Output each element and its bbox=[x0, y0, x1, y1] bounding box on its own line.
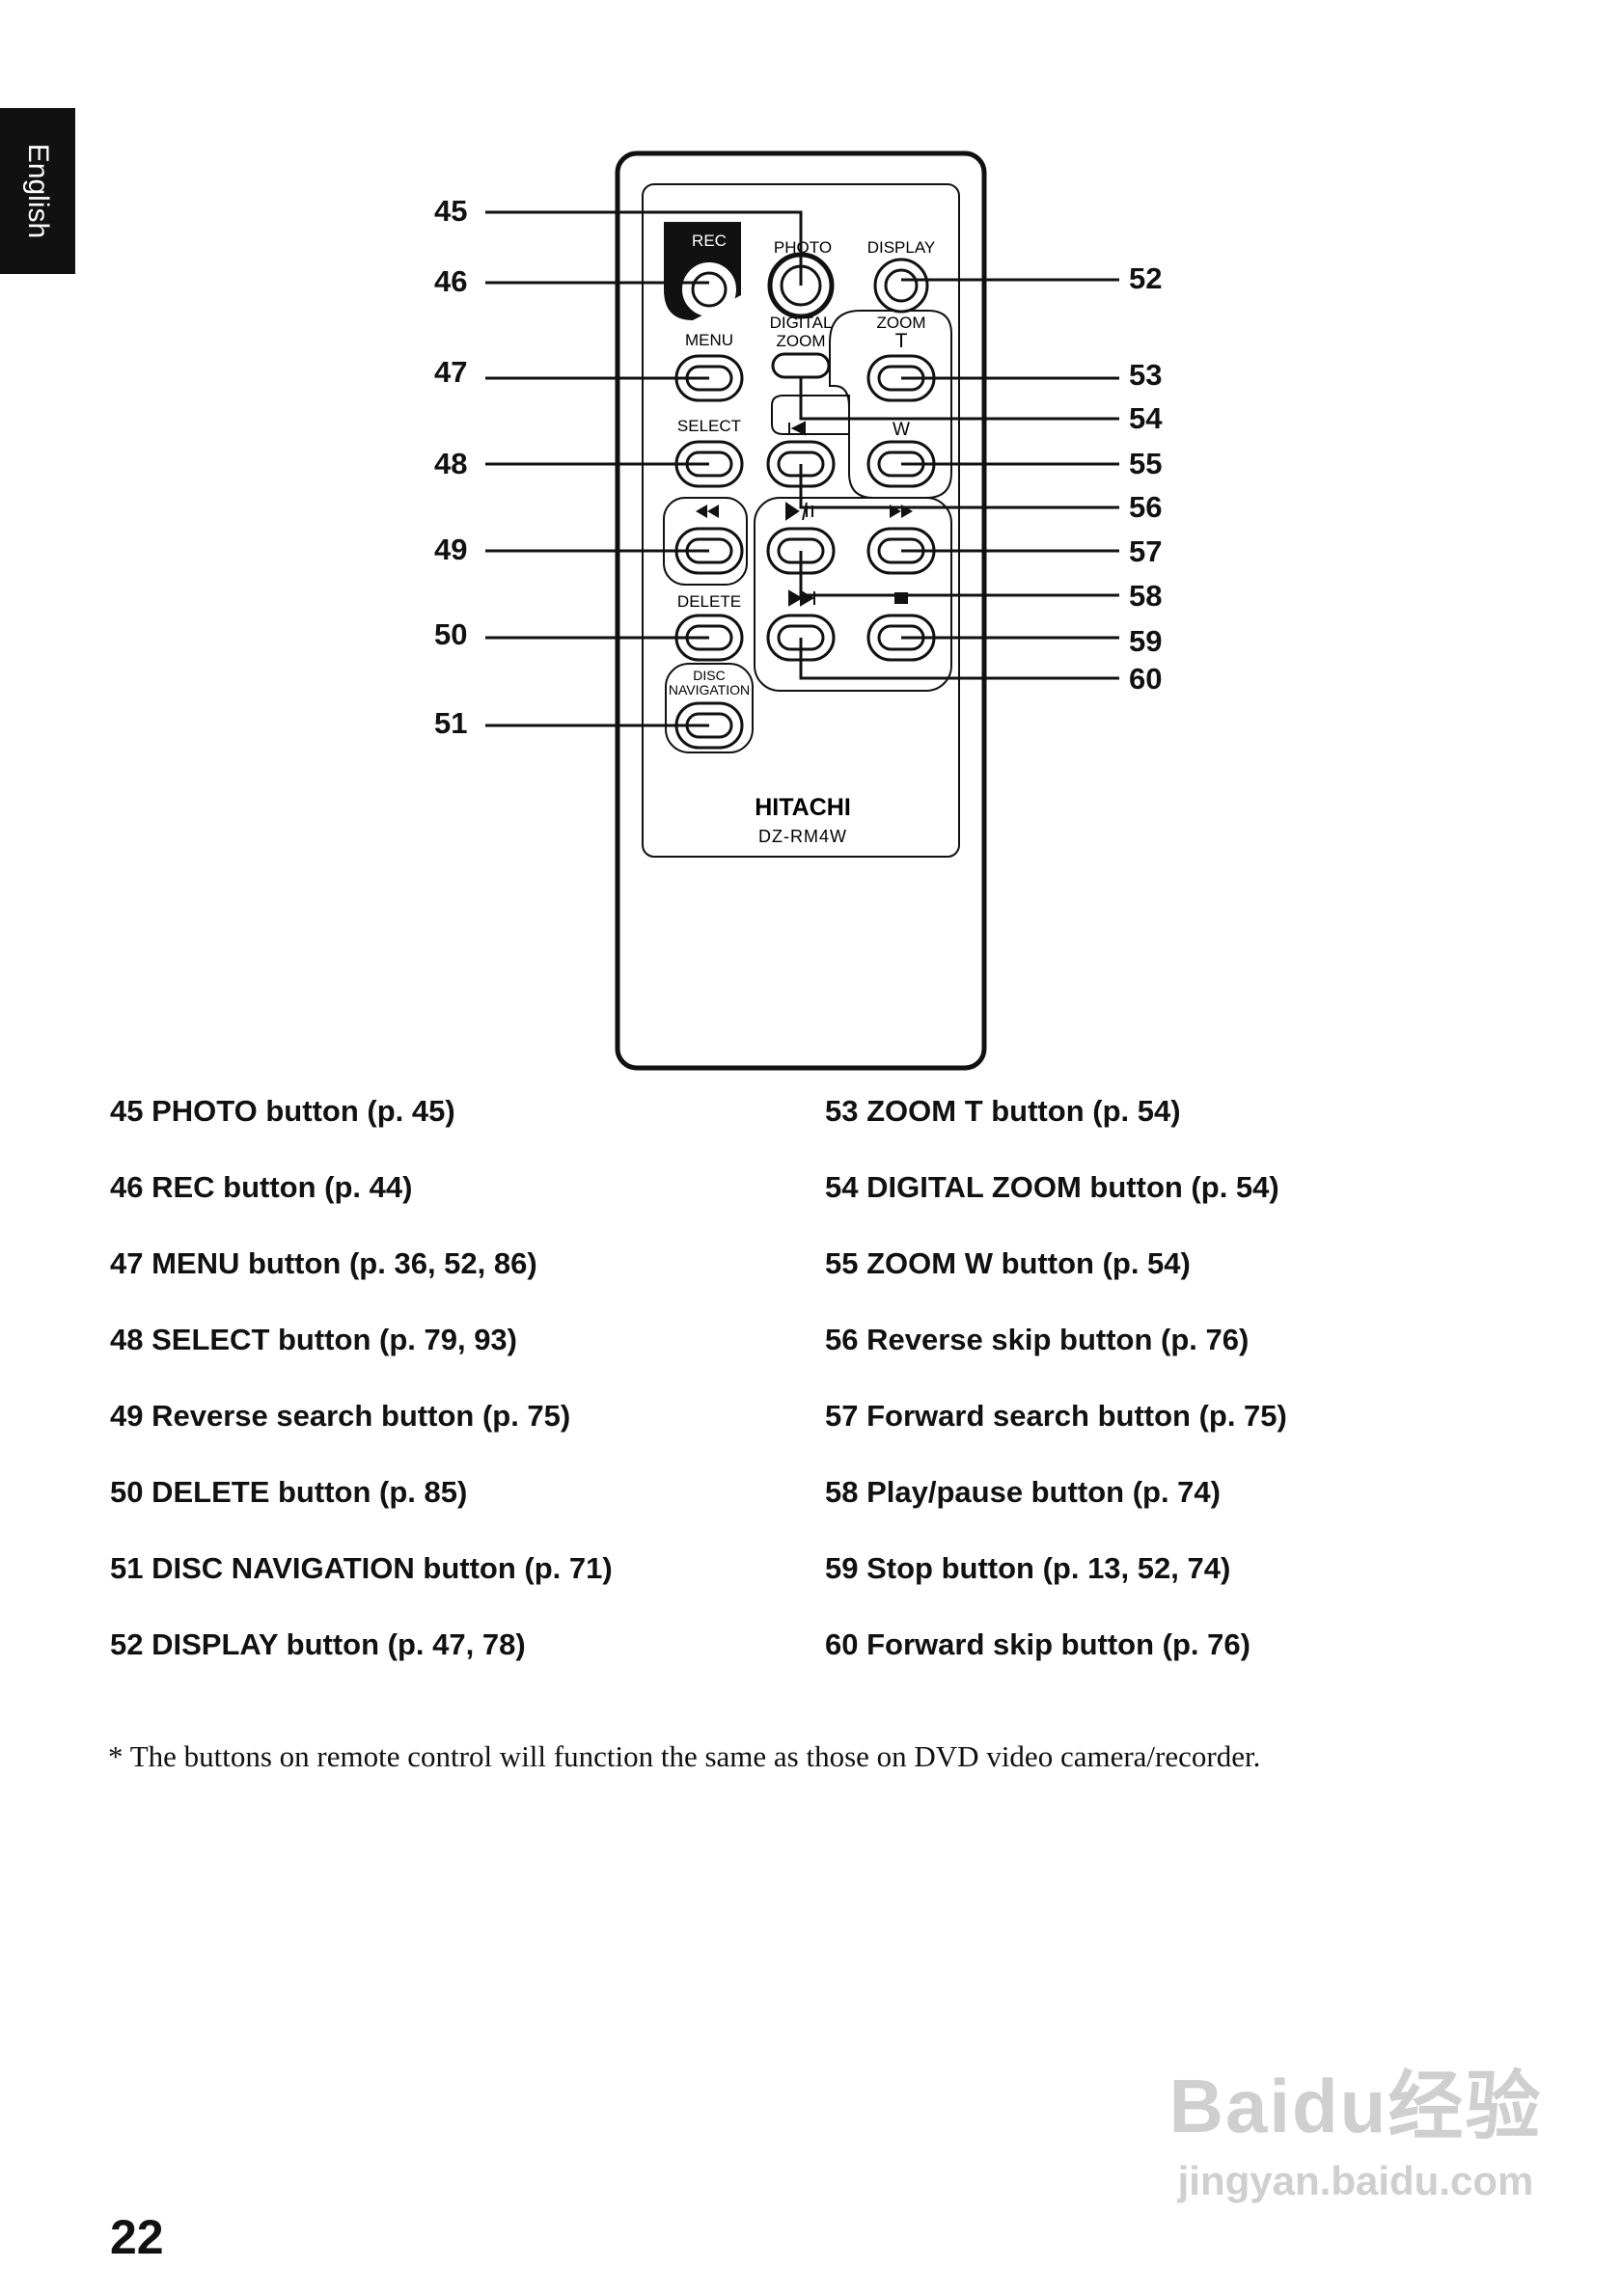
callout-48: 48 bbox=[434, 447, 467, 480]
callout-53: 53 bbox=[1129, 358, 1162, 392]
legend-item: 45 PHOTO button (p. 45) bbox=[110, 1094, 455, 1128]
delete-label: DELETE bbox=[677, 592, 741, 611]
display-button-inner bbox=[884, 268, 919, 303]
photo-label: PHOTO bbox=[774, 238, 832, 257]
legend-item: 51 DISC NAVIGATION button (p. 71) bbox=[110, 1551, 613, 1585]
callout-45: 45 bbox=[434, 194, 467, 228]
disc-label: DISC bbox=[693, 668, 725, 683]
callout-54: 54 bbox=[1129, 401, 1163, 435]
callout-59: 59 bbox=[1129, 624, 1162, 658]
select-label: SELECT bbox=[677, 417, 741, 435]
remote-face-panel bbox=[642, 183, 960, 858]
legend-item: 54 DIGITAL ZOOM button (p. 54) bbox=[825, 1170, 1279, 1204]
rec-label: REC bbox=[692, 232, 727, 250]
play-pause-icon bbox=[785, 502, 813, 521]
zoom-t-label: T bbox=[895, 330, 908, 352]
disc-navigation-outline bbox=[665, 663, 754, 753]
callout-51: 51 bbox=[434, 706, 467, 740]
reverse-skip-icon bbox=[788, 421, 806, 436]
model-name: DZ-RM4W bbox=[758, 827, 847, 846]
callout-46: 46 bbox=[434, 264, 467, 298]
callout-49: 49 bbox=[434, 533, 467, 566]
legend-item: 56 Reverse skip button (p. 76) bbox=[825, 1323, 1250, 1356]
legend-item: 55 ZOOM W button (p. 54) bbox=[825, 1246, 1191, 1280]
callout-52: 52 bbox=[1129, 261, 1162, 295]
callout-56: 56 bbox=[1129, 490, 1162, 524]
callout-60: 60 bbox=[1129, 662, 1162, 696]
watermark-logo: Baidu经验 bbox=[1168, 2064, 1543, 2148]
callout-lines bbox=[485, 210, 1119, 727]
legend-item: 58 Play/pause button (p. 74) bbox=[825, 1475, 1221, 1509]
rec-button-inner bbox=[691, 271, 728, 308]
rec-button[interactable] bbox=[682, 262, 736, 316]
legend-item: 46 REC button (p. 44) bbox=[110, 1170, 413, 1204]
legend-item: 49 Reverse search button (p. 75) bbox=[110, 1399, 571, 1433]
callout-58: 58 bbox=[1129, 579, 1162, 613]
watermark-url: jingyan.baidu.com bbox=[1177, 2158, 1534, 2203]
callout-55: 55 bbox=[1129, 447, 1162, 480]
callout-50: 50 bbox=[434, 617, 467, 651]
zoom-w-label: W bbox=[893, 420, 910, 440]
digital-zoom-label: ZOOM bbox=[777, 332, 826, 350]
reverse-search-outline bbox=[663, 497, 748, 586]
page-number: 22 bbox=[110, 2210, 164, 2264]
button-legend-right: 53 ZOOM T button (p. 54) 54 DIGITAL ZOOM… bbox=[825, 1090, 1287, 1700]
brand-logo: HITACHI bbox=[755, 794, 851, 821]
reverse-search-icon bbox=[696, 505, 719, 518]
navigation-label: NAVIGATION bbox=[669, 682, 750, 697]
language-tab: English bbox=[0, 108, 75, 274]
legend-item: 48 SELECT button (p. 79, 93) bbox=[110, 1323, 517, 1356]
legend-item: 50 DELETE button (p. 85) bbox=[110, 1475, 468, 1509]
legend-item: 47 MENU button (p. 36, 52, 86) bbox=[110, 1246, 537, 1280]
digital-label: DIGITAL bbox=[770, 314, 833, 332]
menu-label: MENU bbox=[685, 331, 733, 349]
playback-group-outline bbox=[771, 395, 850, 435]
legend-item: 57 Forward search button (p. 75) bbox=[825, 1399, 1287, 1433]
callout-57: 57 bbox=[1129, 534, 1162, 568]
display-label: DISPLAY bbox=[867, 238, 936, 257]
watermark: Baidu经验 jingyan.baidu.com bbox=[1153, 2060, 1558, 2253]
footnote: * The buttons on remote control will fun… bbox=[108, 1739, 1261, 1773]
legend-item: 53 ZOOM T button (p. 54) bbox=[825, 1094, 1181, 1128]
legend-item: 59 Stop button (p. 13, 52, 74) bbox=[825, 1551, 1231, 1585]
legend-item: 60 Forward skip button (p. 76) bbox=[825, 1627, 1250, 1661]
button-legend-left: 45 PHOTO button (p. 45) 46 REC button (p… bbox=[110, 1090, 613, 1700]
callout-47: 47 bbox=[434, 355, 467, 389]
display-button[interactable] bbox=[873, 258, 929, 314]
legend-item: 52 DISPLAY button (p. 47, 78) bbox=[110, 1627, 526, 1661]
zoom-label: ZOOM bbox=[877, 314, 926, 332]
digital-zoom-button[interactable] bbox=[771, 352, 831, 379]
remote-control-diagram: REC PHOTO DISPLAY MENU DIGITAL ZOOM ZOOM… bbox=[434, 150, 1163, 1071]
